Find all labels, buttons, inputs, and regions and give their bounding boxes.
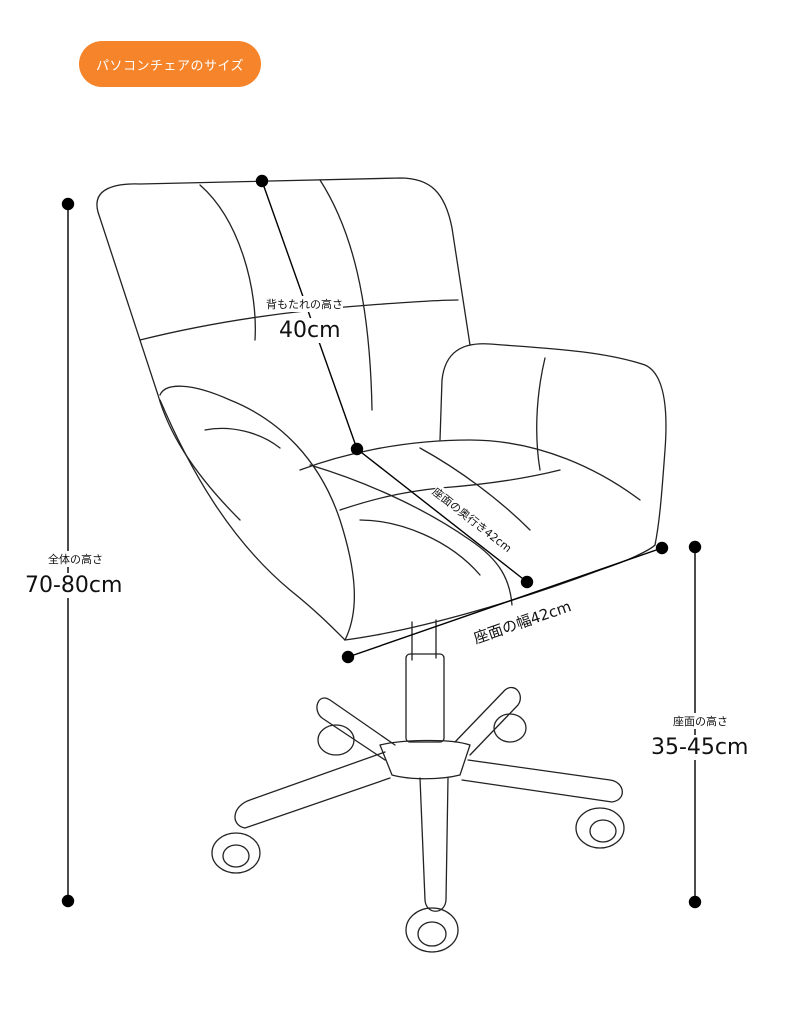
base-leg-back-left (316, 697, 396, 761)
caster-left (211, 832, 261, 874)
backrest-seam-1 (199, 184, 256, 341)
chair-outline (96, 177, 667, 953)
caster-right (575, 807, 625, 849)
seat-height-dot-bottom (688, 895, 702, 909)
right-arm-inner (439, 379, 443, 441)
backrest-seam-h (139, 299, 459, 341)
gas-cylinder (405, 653, 445, 743)
base-leg-front (419, 777, 449, 912)
base-hub (379, 739, 471, 780)
seat-height-value: 35-45cm (651, 735, 749, 760)
overall-height-label: 全体の高さ (48, 551, 103, 567)
base-leg-left (234, 751, 391, 829)
backrest-height-label: 背もたれの高さ (266, 296, 343, 312)
backrest-height-value: 40cm (279, 318, 341, 343)
measurement-lines (61, 174, 702, 909)
backrest-height-line (261, 180, 358, 450)
caster-back-left (317, 724, 355, 756)
seat-width-dot-left (341, 650, 355, 664)
left-arm-inner (159, 399, 346, 641)
right-arm-seam (536, 357, 546, 471)
caster-front (405, 907, 459, 953)
caster-left-hub (222, 844, 250, 868)
caster-back-right (493, 713, 527, 743)
backrest-height-dot-top (255, 174, 269, 188)
overall-height-dot-bottom (61, 894, 75, 908)
base-leg-right (461, 759, 623, 803)
base-leg-back-right (454, 686, 521, 756)
right-arm-outline (441, 343, 667, 546)
seat-top-back (299, 439, 641, 501)
seat-height-label: 座面の高さ (673, 713, 728, 729)
backrest-left-side (97, 211, 241, 521)
backrest-outline (96, 177, 471, 346)
overall-height-dot-top (61, 197, 75, 211)
seat-width-dot-right (655, 541, 669, 555)
seat-depth-line (356, 448, 528, 583)
caster-right-hub (589, 819, 617, 843)
seat-width-line (347, 547, 663, 658)
seat-depth-dot-end (520, 575, 534, 589)
seat-height-dot-top (688, 540, 702, 554)
seat-seam-4 (359, 519, 481, 576)
seat-seam-2 (419, 447, 531, 531)
overall-height-value: 70-80cm (25, 573, 123, 598)
left-arm-seam (204, 427, 281, 449)
seat-seam-1 (309, 464, 513, 606)
left-arm-outline (159, 385, 356, 641)
backrest-seam-2 (319, 179, 373, 411)
seat-front (344, 544, 656, 641)
title-badge: パソコンチェアのサイズ (79, 41, 261, 87)
caster-front-hub (417, 921, 447, 947)
